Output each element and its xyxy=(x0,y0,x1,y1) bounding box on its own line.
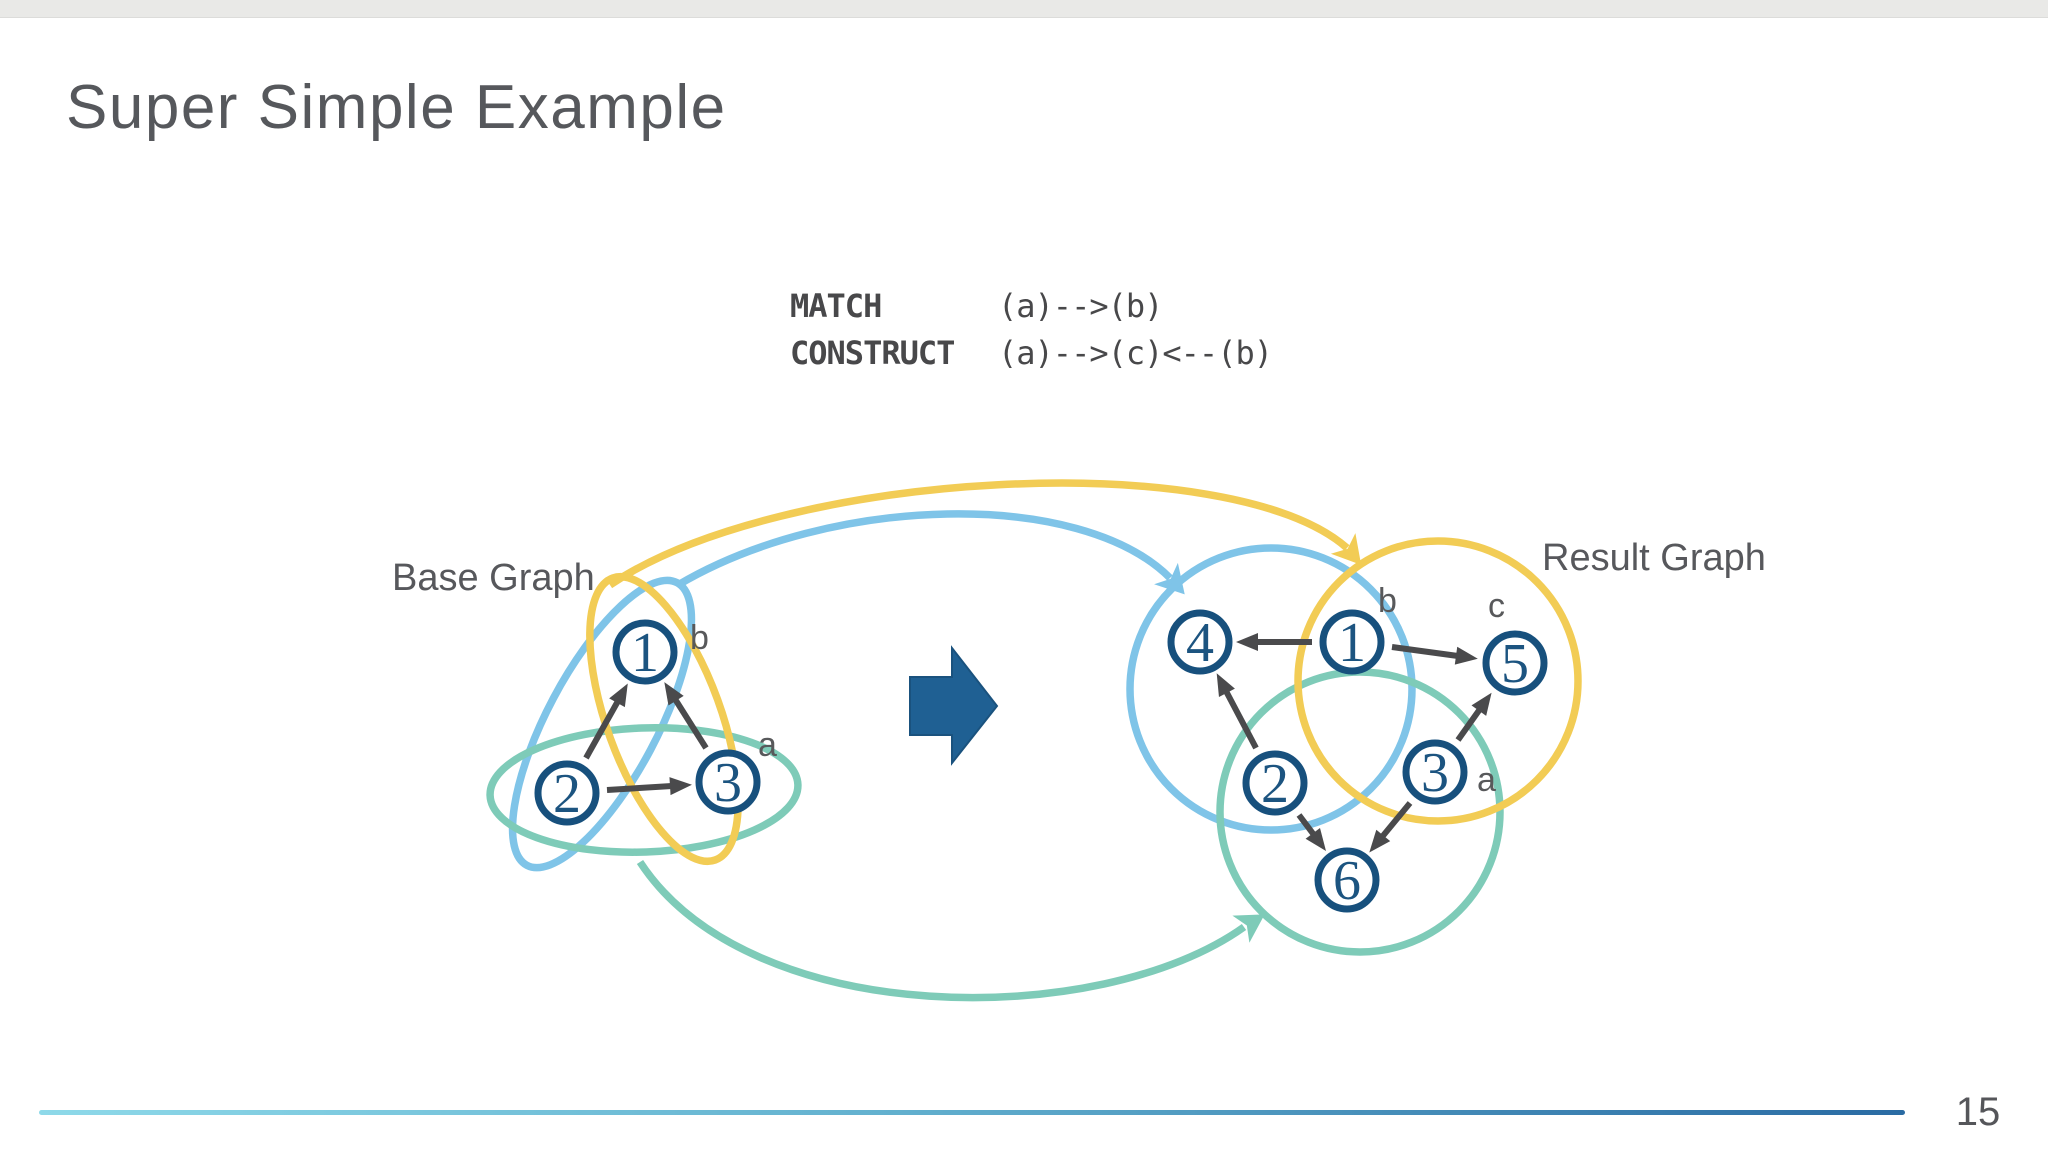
result-edge-2-to-4 xyxy=(1216,673,1259,750)
morph-arcs xyxy=(607,479,1362,1002)
query-code-block: MATCH (a)-->(b) CONSTRUCT (a)-->(c)<--(b… xyxy=(790,283,1273,377)
yellow-morph-arrowhead xyxy=(1330,533,1362,565)
result-node-5: 5 xyxy=(1482,630,1548,696)
base-edge-3-to-1 xyxy=(664,682,709,750)
base-yellow-group-ellipse xyxy=(586,572,742,866)
base-edge-2-to-3 xyxy=(606,777,692,796)
construct-pattern: (a)-->(c)<--(b) xyxy=(998,334,1273,372)
base-node-1: 1 xyxy=(612,619,678,685)
svg-text:2: 2 xyxy=(1261,753,1289,815)
result-edge-1-to-5 xyxy=(1391,644,1478,665)
result-label-a: a xyxy=(1477,761,1496,799)
teal-morph-arrowhead xyxy=(1232,914,1265,943)
svg-text:2: 2 xyxy=(553,763,581,825)
base-graph-nodes: 1 2 3 xyxy=(534,619,761,826)
result-label-b: b xyxy=(1378,582,1397,620)
result-node-4: 4 xyxy=(1167,609,1233,675)
query-match-line: MATCH (a)-->(b) xyxy=(790,283,1272,330)
base-node-3: 3 xyxy=(695,749,761,815)
result-graph-title: Result Graph xyxy=(1542,537,1766,579)
result-graph-edges xyxy=(1216,633,1492,853)
match-keyword: MATCH xyxy=(790,287,882,325)
result-edge-3-to-6 xyxy=(1369,801,1413,853)
transform-arrow xyxy=(909,645,999,766)
page-number: 15 xyxy=(1955,1090,2001,1134)
teal-morph-arc xyxy=(636,859,1247,1002)
blue-morph-arc xyxy=(676,510,1173,589)
result-node-3: 3 xyxy=(1402,739,1468,805)
base-graph-groups xyxy=(486,572,802,872)
base-blue-group-ellipse xyxy=(508,576,696,872)
base-label-b: b xyxy=(690,619,709,657)
base-edge-2-to-1 xyxy=(583,683,628,760)
result-label-c: c xyxy=(1488,587,1505,625)
match-pattern: (a)-->(b) xyxy=(998,287,1163,325)
result-node-1: 1 xyxy=(1319,609,1385,675)
base-graph-edges xyxy=(583,682,709,796)
result-blue-group-circle xyxy=(1126,544,1416,834)
page-title: Super Simple Example xyxy=(66,73,727,142)
svg-text:1: 1 xyxy=(1338,612,1366,674)
result-node-6: 6 xyxy=(1314,847,1380,913)
top-bar xyxy=(0,0,2048,18)
svg-text:6: 6 xyxy=(1333,850,1361,912)
result-graph-nodes: 4 1 5 2 3 6 xyxy=(1167,609,1548,913)
footer-gradient-line xyxy=(39,1110,1905,1115)
result-edge-3-to-5 xyxy=(1455,692,1492,742)
svg-text:3: 3 xyxy=(1421,742,1449,804)
variable-labels: b a b c a xyxy=(690,582,1505,799)
base-label-a: a xyxy=(758,726,777,764)
svg-text:4: 4 xyxy=(1186,612,1214,674)
result-yellow-group-circle xyxy=(1294,537,1582,825)
base-graph-title: Base Graph xyxy=(392,557,595,599)
result-node-2: 2 xyxy=(1242,750,1308,816)
base-node-2: 2 xyxy=(534,760,600,826)
query-construct-line: CONSTRUCT (a)-->(c)<--(b) xyxy=(790,330,1273,377)
svg-text:1: 1 xyxy=(631,622,659,684)
svg-text:3: 3 xyxy=(714,752,742,814)
svg-text:5: 5 xyxy=(1501,633,1529,695)
result-edge-2-to-6 xyxy=(1296,813,1326,851)
yellow-morph-arc xyxy=(607,479,1350,589)
construct-keyword: CONSTRUCT xyxy=(790,334,955,372)
base-teal-group-ellipse xyxy=(486,724,802,856)
